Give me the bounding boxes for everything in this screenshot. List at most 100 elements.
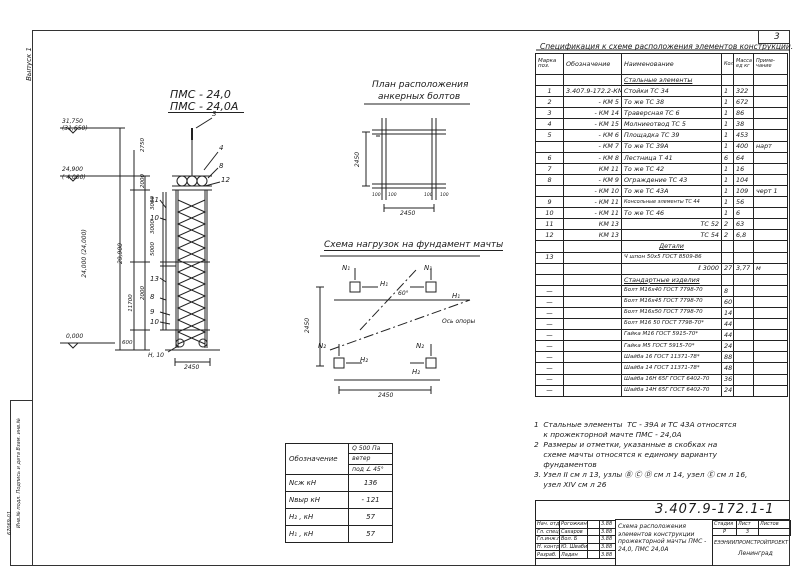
table-row: —Болт М16 50 ГОСТ 7798-70*44 xyxy=(535,318,788,331)
anchor-plan-dim-h: 2450 xyxy=(400,210,416,217)
load-row: H₁ , кН 57 xyxy=(284,525,393,543)
page-number: 3 xyxy=(774,32,780,42)
load-label-h2b: H₂ xyxy=(412,368,421,376)
elev-main-total: 24,000 (24,000) xyxy=(80,229,88,278)
binding-strip xyxy=(10,400,32,566)
note-line: фундаментов xyxy=(534,460,597,469)
signature-row: Н. контр.Ю. Швабин3.88 xyxy=(535,542,616,552)
base-width: 2450 xyxy=(184,364,200,371)
elev-zero: 0,000 xyxy=(66,333,84,340)
title-block-description: Схема расположения элементов конструкции… xyxy=(618,523,707,553)
load-label-n1b: N₁ xyxy=(424,264,433,272)
load-label-h2a: H₂ xyxy=(360,356,369,364)
elev-mid: 24,900 xyxy=(62,166,83,173)
table-row: —Шайба 16 ГОСТ 11371-78*88 xyxy=(535,351,788,364)
table-row: —Гайка М5 ГОСТ 5915-70*24 xyxy=(535,340,788,353)
table-row: —Шайба 14 ГОСТ 11371-78*48 xyxy=(535,362,788,375)
dim-8: 600 xyxy=(122,340,133,346)
spec-section-steel: Стальные элементы xyxy=(621,73,722,87)
table-row: —Гайка М16 ГОСТ 5915-70*44 xyxy=(535,329,788,342)
anchor-marks: Н, 10 xyxy=(148,352,164,359)
callout-10b: 10 xyxy=(150,318,159,326)
callout-9: 9 xyxy=(150,308,155,316)
note-line: 3. Узел II см л 13, узлы Ⓑ Ⓒ Ⓓ см л 14, … xyxy=(534,470,748,479)
spec-title: Спецификация к схеме расположения элемен… xyxy=(540,42,794,51)
title-block-divider-2 xyxy=(615,520,616,566)
callout-12: 12 xyxy=(221,176,230,184)
anchor-plan-small-2: 100 xyxy=(388,193,397,198)
elev-main: 29,900 xyxy=(117,243,124,264)
load-row: Nсж кН 136 xyxy=(284,474,393,492)
elev-top-sub: (31,650) xyxy=(62,125,88,132)
elev-mid-sub: ( 4,000) xyxy=(62,174,86,181)
load-label-n1a: N₁ xyxy=(342,264,351,272)
note-line: 2 Размеры и отметки, указанные в скобках… xyxy=(534,440,718,449)
load-label-h1b: H₁ xyxy=(452,292,461,300)
dim-2: 2000 xyxy=(140,174,146,188)
load-header-wind: ветер xyxy=(348,453,393,465)
callout-10: 10 xyxy=(150,214,159,222)
signature-row: Гл.инж.пр.Вол. Б3.88 xyxy=(535,535,616,544)
note-line: узел XIV см л 26 xyxy=(534,480,607,489)
title-block-city: Ленинград xyxy=(738,550,773,557)
tower-title: ПМС - 24,0 xyxy=(170,88,231,101)
load-scheme-title: Схема нагрузок на фундамент мачты xyxy=(324,240,504,251)
tower-title-alt: ПМС - 24,0А xyxy=(170,100,239,113)
spec-section-standard: Стандартные изделия xyxy=(621,273,722,286)
load-dim-v: 2450 xyxy=(304,317,312,334)
load-axis-label: Ось опоры xyxy=(442,318,476,325)
callout-4: 4 xyxy=(219,144,224,152)
callout-3: 3 xyxy=(212,110,217,118)
anchor-plan xyxy=(362,103,470,212)
load-label-n2b: N₂ xyxy=(416,342,425,350)
anchor-plan-title-2: анкерных болтов xyxy=(378,92,461,102)
tower-elevation xyxy=(60,117,221,366)
anchor-plan-small-4: 100 xyxy=(440,193,449,198)
spec-table: Марка поз. Обозначение Наименование Кол … xyxy=(535,53,788,397)
load-header-col1: Обозначение xyxy=(284,443,350,475)
title-block-divider xyxy=(712,520,713,566)
callout-8: 8 xyxy=(219,162,224,170)
title-block-code: 3.407.9-172.1-1 xyxy=(655,502,775,517)
notes-block: 1 Стальные элементы ТС - 39А и ТС 43А от… xyxy=(534,420,784,490)
sheet-border xyxy=(32,30,790,566)
note-line: к прожекторной мачте ПМС - 24,0А xyxy=(534,430,682,439)
callout-8b: 8 xyxy=(150,293,155,301)
page-number-box xyxy=(758,30,790,44)
load-label-h1a: H₁ xyxy=(380,280,389,288)
dim-5: 5000 xyxy=(150,242,156,256)
note-line: 1 Стальные элементы ТС - 39А и ТС 43А от… xyxy=(534,420,737,429)
elev-top: 31,750 xyxy=(62,118,83,125)
callout-11: 11 xyxy=(150,196,159,204)
load-label-n2a: N₂ xyxy=(318,342,327,350)
anchor-plan-title: План расположения xyxy=(372,80,469,90)
anchor-plan-small-1: 100 xyxy=(372,193,381,198)
spec-section-details: Детали xyxy=(621,240,722,253)
tower-title-underline xyxy=(168,112,244,113)
callout-13: 13 xyxy=(150,275,159,283)
